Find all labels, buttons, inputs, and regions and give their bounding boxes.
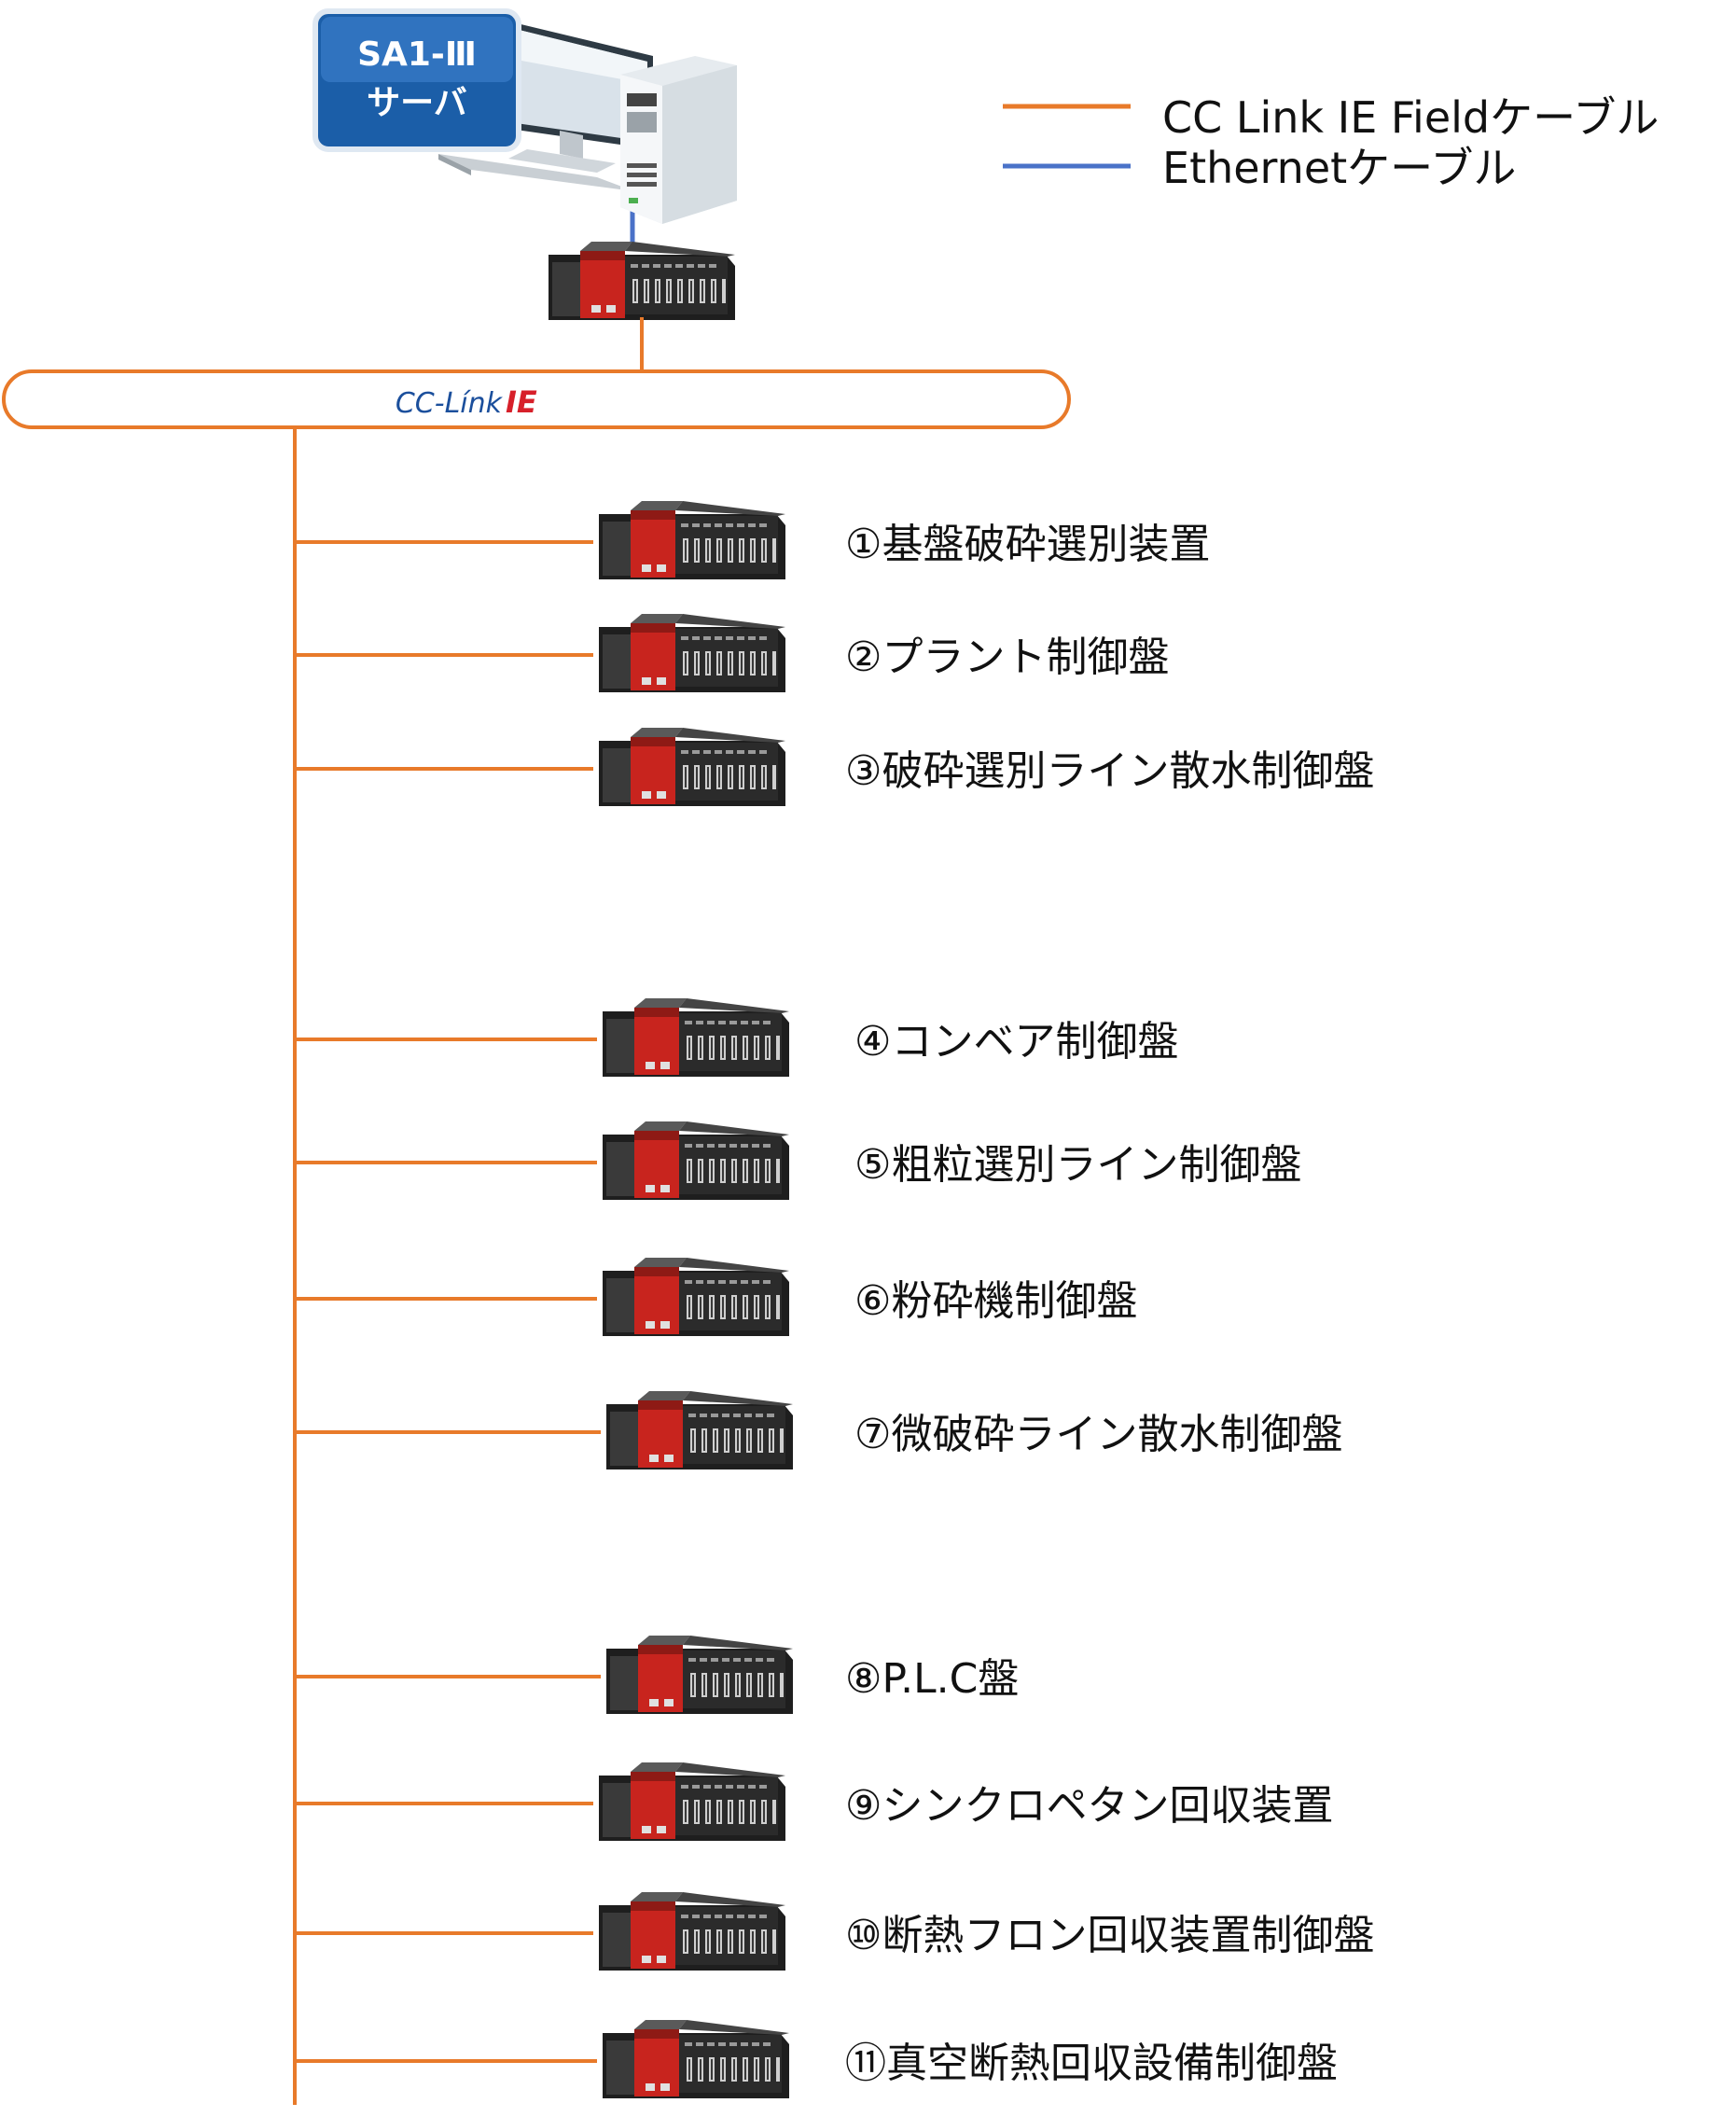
cc-link-logo-text: CC-Línk	[396, 387, 504, 420]
plc-icon-2	[599, 614, 785, 692]
legend-field-label: CC Link IE Fieldケーブル	[1162, 92, 1659, 143]
plc-icon-3	[599, 728, 785, 806]
plc-icon-4	[603, 998, 789, 1077]
server-label-line2: サーバ	[367, 84, 467, 122]
cc-link-ie-logo: CC-Línk IE	[396, 384, 537, 420]
station-label-1: ①基盤破砕選別装置	[845, 521, 1210, 568]
plc-icon-6	[603, 1258, 789, 1336]
ie-logo-text: IE	[506, 384, 537, 420]
cc-link-ie-bus	[2, 369, 1071, 429]
plc-icon-5	[603, 1121, 789, 1200]
plc-icon-8	[606, 1636, 793, 1714]
station-label-5: ⑤粗粒選別ライン制御盤	[854, 1141, 1301, 1189]
server-label-box: SA1-Ⅲ サーバ	[312, 8, 521, 152]
plc-icon-1	[599, 501, 785, 579]
legend-ethernet-label: Ethernetケーブル	[1162, 143, 1516, 193]
station-label-4: ④コンベア制御盤	[854, 1018, 1178, 1065]
server-pc-icon	[438, 17, 737, 224]
station-label-10: ⑩断熱フロン回収装置制御盤	[845, 1912, 1374, 1959]
legend: CC Link IE Fieldケーブル Ethernetケーブル	[1003, 92, 1659, 193]
station-label-11: ⑪真空断熱回収設備制御盤	[845, 2040, 1338, 2087]
station-label-3: ③破砕選別ライン散水制御盤	[845, 747, 1374, 795]
plc-icon-10	[599, 1892, 785, 1971]
station-label-2: ②プラント制御盤	[845, 634, 1169, 681]
station-label-6: ⑥粉砕機制御盤	[854, 1277, 1137, 1325]
stations: ①基盤破砕選別装置 ②プラント制御盤 ③破砕選別ライン散水制御盤 ④コンベア制御盤 ⑤粗…	[295, 501, 1374, 2098]
plc-icon-7	[606, 1391, 793, 1469]
station-label-7: ⑦微破砕ライン散水制御盤	[854, 1411, 1342, 1458]
station-label-9: ⑨シンクロペタン回収装置	[845, 1782, 1333, 1830]
server-label-line1: SA1-Ⅲ	[357, 35, 477, 74]
master-plc-icon	[549, 242, 735, 320]
plc-icon-11	[603, 2020, 789, 2098]
station-label-8: ⑧P.L.C盤	[845, 1655, 1019, 1703]
plc-icon-9	[599, 1762, 785, 1841]
